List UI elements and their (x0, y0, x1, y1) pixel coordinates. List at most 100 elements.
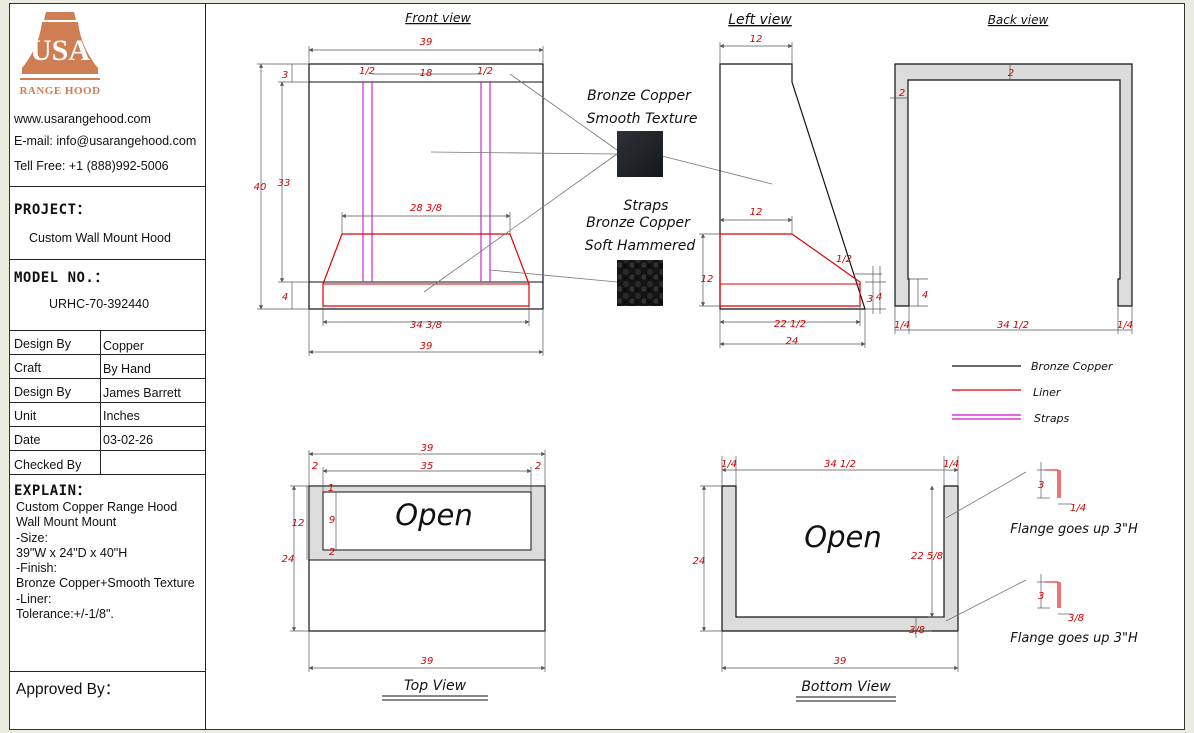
dim-label: 39 (420, 37, 433, 48)
dim-label: 3 (867, 294, 873, 305)
back-view-title: Back view (988, 13, 1049, 27)
logo-image: USA RANGE HOOD (19, 12, 100, 97)
dim-label: 18 (420, 68, 433, 79)
flange-profile-2 (1045, 581, 1061, 608)
explain-line: Bronze Copper+Smooth Texture (16, 576, 195, 591)
dim-label: 2 (1008, 68, 1014, 79)
explain-label: EXPLAIN： (14, 483, 92, 499)
dim-label: 33 (278, 178, 291, 189)
dim-label: 12 (750, 207, 763, 218)
material-label: Straps (624, 198, 669, 214)
legend-label: Bronze Copper (1031, 360, 1114, 373)
dim-label: 1/2 (477, 66, 493, 77)
dim-label: 1/4 (721, 459, 737, 470)
top-view-title: Top View (404, 678, 467, 694)
front-view: Front view (254, 10, 544, 356)
dim-label: 12 (292, 518, 305, 529)
explain-line: 39"W x 24"D x 40"H (16, 545, 128, 560)
divider (10, 354, 206, 355)
dim-label: 2 (535, 461, 541, 472)
dim-label: 24 (282, 554, 295, 565)
dim-label: 2 (899, 88, 905, 99)
logo-text: USA (30, 34, 90, 67)
line-legend: Bronze Copper Liner Straps (952, 360, 1114, 425)
dim-label: 4 (282, 292, 288, 303)
spec-label: Checked By (14, 458, 82, 472)
project-label: PROJECT： (14, 202, 92, 218)
dim-label: 28 3/8 (410, 203, 442, 214)
bottom-view: Open 1/4 34 1/2 1/4 24 22 5/8 3/8 (693, 456, 1027, 702)
company-phone: Tell Free: +1 (888)992-5006 (14, 159, 169, 173)
dim-label: 3/8 (1068, 613, 1084, 624)
explain-line: -Liner: (16, 591, 52, 606)
company-logo: USA RANGE HOOD (18, 10, 102, 98)
dim-label: 2 (312, 461, 318, 472)
material-label: Smooth Texture (587, 111, 698, 127)
left-view: Left view 12 12 1 (699, 12, 886, 348)
dim-label: 34 1/2 (997, 320, 1029, 331)
divider (10, 402, 206, 403)
left-liner (719, 233, 861, 307)
spec-label: Unit (14, 409, 37, 423)
flange-details: 3 1/4 Flange goes up 3"H 3 3/8 Flange go… (1010, 462, 1138, 646)
spec-label: Craft (14, 361, 42, 375)
dim-label: 1/4 (894, 320, 910, 331)
dim-label: 22 5/8 (911, 551, 943, 562)
dim-label: 39 (421, 443, 434, 454)
top-view: Open 39 35 2 2 12 9 1 2 (282, 443, 546, 701)
dim-label: 1/4 (1070, 503, 1086, 514)
explain-line: Wall Mount Mount (16, 515, 117, 530)
divider (10, 259, 206, 260)
approved-label: Approved By： (16, 681, 121, 698)
dim-label: 3 (1038, 480, 1044, 491)
material-label: Bronze Copper (587, 88, 692, 104)
logo-subtext: RANGE HOOD (19, 85, 100, 97)
back-frame (894, 63, 1133, 307)
left-body (719, 63, 866, 310)
spec-value: Inches (103, 409, 140, 423)
dim-label: 3/8 (909, 625, 925, 636)
material-leaders (423, 73, 773, 293)
spec-label: Design By (14, 385, 71, 399)
front-view-title: Front view (405, 10, 471, 25)
smooth-texture-swatch (617, 131, 663, 177)
dim-label: 3 (282, 70, 288, 81)
dim-label: 22 1/2 (774, 319, 806, 330)
bottom-view-title: Bottom View (801, 679, 891, 695)
dim-label: 12 (750, 34, 763, 45)
hammered-texture-swatch (617, 260, 663, 306)
spec-value: By Hand (103, 362, 151, 376)
title-block: USA RANGE HOOD www.usarangehood.com E-ma… (10, 4, 206, 729)
divider (10, 671, 206, 672)
explain-line: Custom Copper Range Hood (16, 500, 178, 514)
material-label: Bronze Copper (586, 215, 691, 231)
explain-line: -Finish: (16, 561, 57, 576)
dim-label: 34 3/8 (410, 320, 442, 331)
dim-label: 24 (693, 556, 706, 567)
front-body (308, 63, 544, 310)
dim-label: 1 (328, 483, 334, 494)
flange-profile-1 (1045, 469, 1061, 498)
flange-note: Flange goes up 3"H (1010, 522, 1138, 537)
dim-label: 2 (329, 547, 335, 558)
open-label: Open (395, 498, 472, 532)
dim-label: 39 (420, 341, 433, 352)
company-website[interactable]: www.usarangehood.com (14, 112, 151, 126)
divider (10, 450, 206, 451)
dim-label: 40 (254, 182, 267, 193)
divider (10, 330, 206, 331)
drawing-canvas: Front view (254, 10, 1138, 702)
divider (10, 426, 206, 427)
spec-label: Design By (14, 337, 71, 351)
spec-value: Copper (103, 339, 144, 353)
dim-label: 24 (786, 336, 799, 347)
spec-value: James Barrett (103, 386, 181, 400)
dim-label: 12 (701, 274, 714, 285)
material-samples: Bronze Copper Smooth Texture Straps Bron… (585, 88, 698, 306)
divider (10, 186, 206, 187)
dim-label: 35 (421, 461, 434, 472)
dim-label: 1/2 (359, 66, 375, 77)
dim-label: 4 (922, 290, 928, 301)
company-email[interactable]: E-mail: info@usarangehood.com (14, 134, 197, 148)
